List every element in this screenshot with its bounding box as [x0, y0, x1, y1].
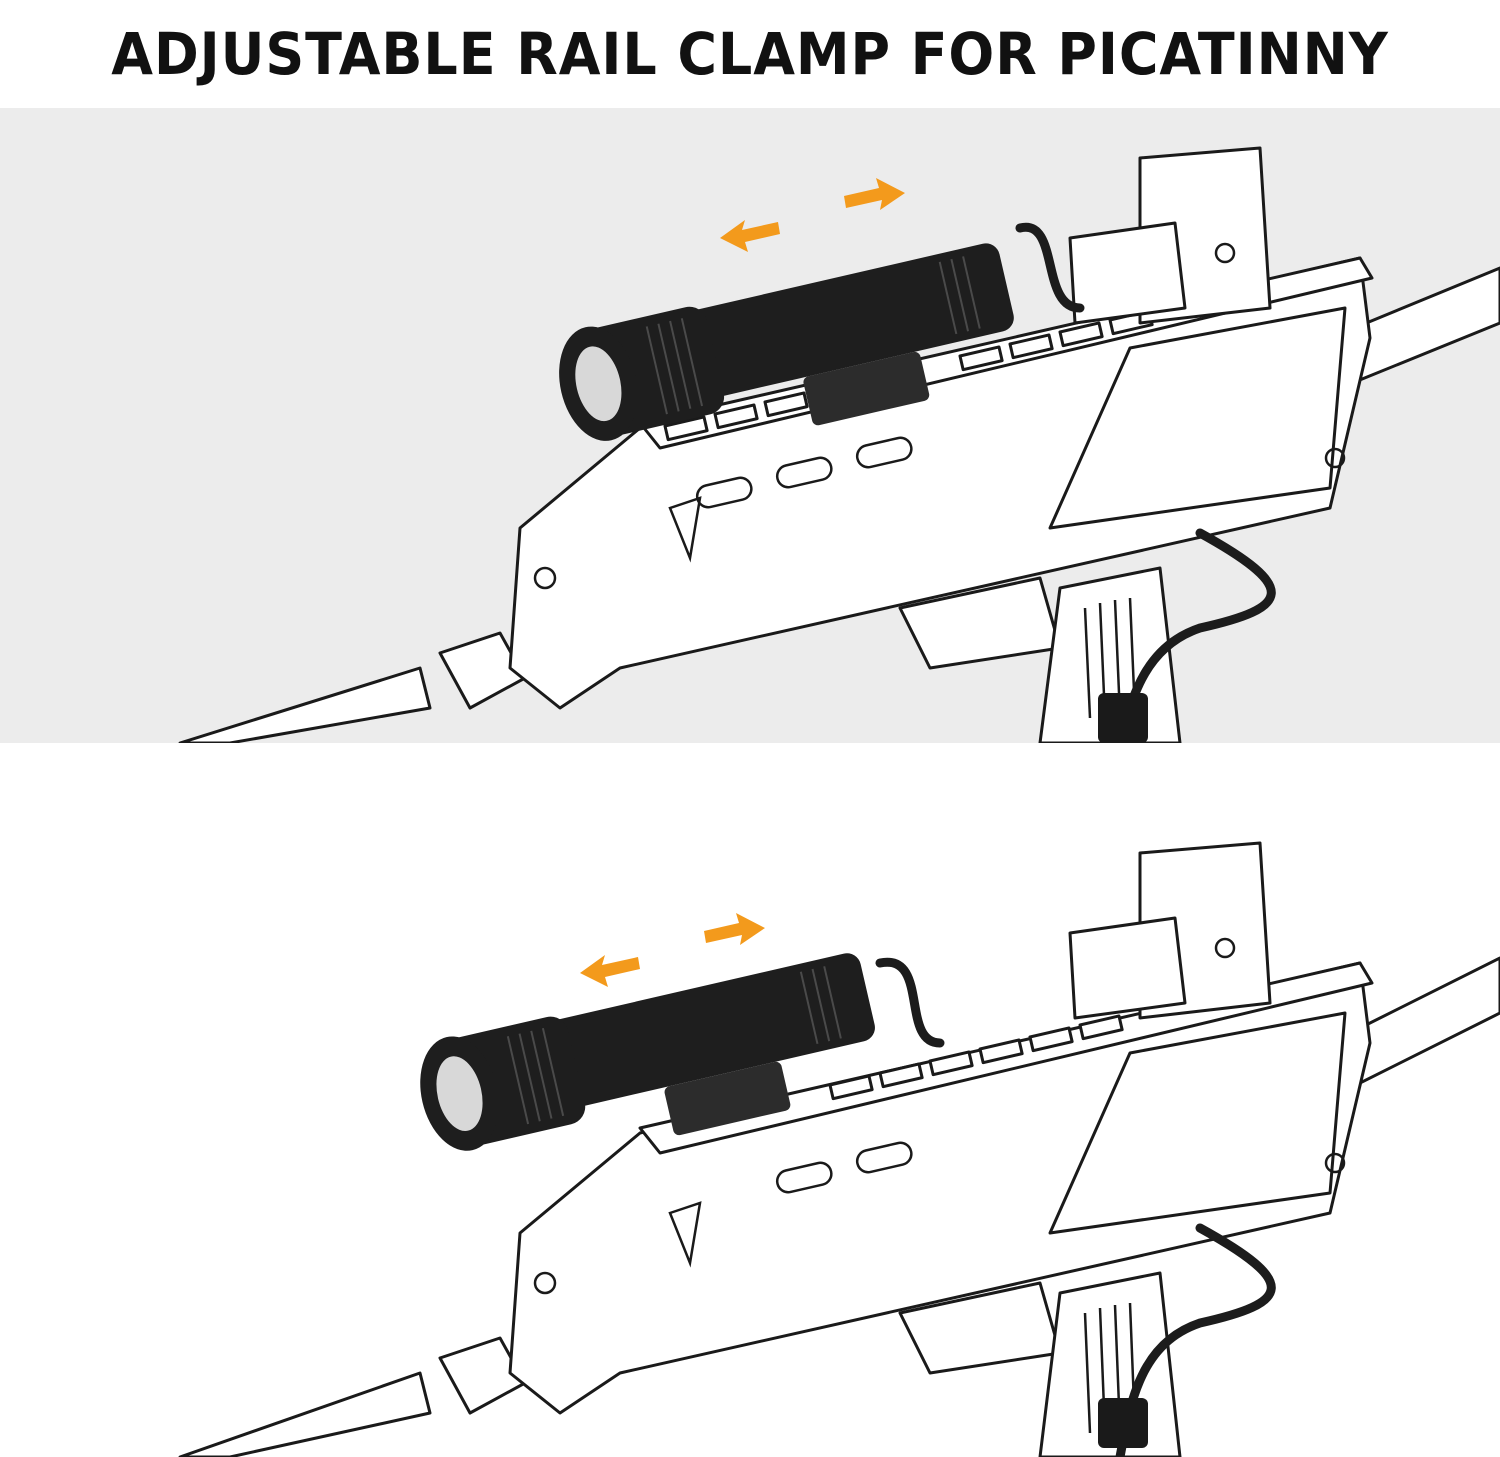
vent-hole	[775, 1161, 833, 1194]
pressure-switch-icon	[1098, 693, 1148, 743]
sight-base	[1068, 221, 1187, 325]
screw	[533, 566, 557, 590]
rail-clamp-icon	[664, 1061, 791, 1136]
arrow-right-icon	[704, 913, 765, 945]
vent-hole	[855, 436, 913, 469]
screw	[533, 1271, 557, 1295]
screw	[1324, 1152, 1346, 1174]
page-title: ADJUSTABLE RAIL CLAMP FOR PICATINNY	[111, 20, 1389, 88]
panel-clamp-forward	[0, 108, 1500, 743]
vent-hole	[855, 1141, 913, 1174]
front-grip-hole	[668, 496, 702, 563]
side-plate	[1048, 1011, 1347, 1235]
knurling	[645, 256, 981, 415]
rifle-illustration-bottom	[178, 841, 1500, 1457]
vent-hole	[775, 456, 833, 489]
flashlight-icon	[420, 953, 875, 1151]
sight-base	[1068, 916, 1187, 1020]
panel-clamp-rear	[0, 743, 1500, 1457]
sight-knob	[1214, 242, 1236, 264]
side-plate	[1048, 306, 1347, 530]
knurling	[506, 966, 842, 1125]
front-grip-hole	[668, 1201, 702, 1268]
arrow-left-icon	[580, 955, 640, 987]
rail-clamp-icon	[803, 351, 930, 426]
rifle-illustration-top	[178, 146, 1500, 743]
arrow-left-icon	[720, 220, 780, 252]
arrow-right-icon	[844, 178, 905, 210]
screw	[1324, 447, 1346, 469]
barrel	[178, 666, 432, 743]
barrel	[178, 1371, 432, 1457]
rail-slots	[828, 1014, 1124, 1101]
sight-knob	[1214, 937, 1236, 959]
pressure-switch-icon	[1098, 1398, 1148, 1448]
flashlight-icon	[559, 243, 1014, 441]
